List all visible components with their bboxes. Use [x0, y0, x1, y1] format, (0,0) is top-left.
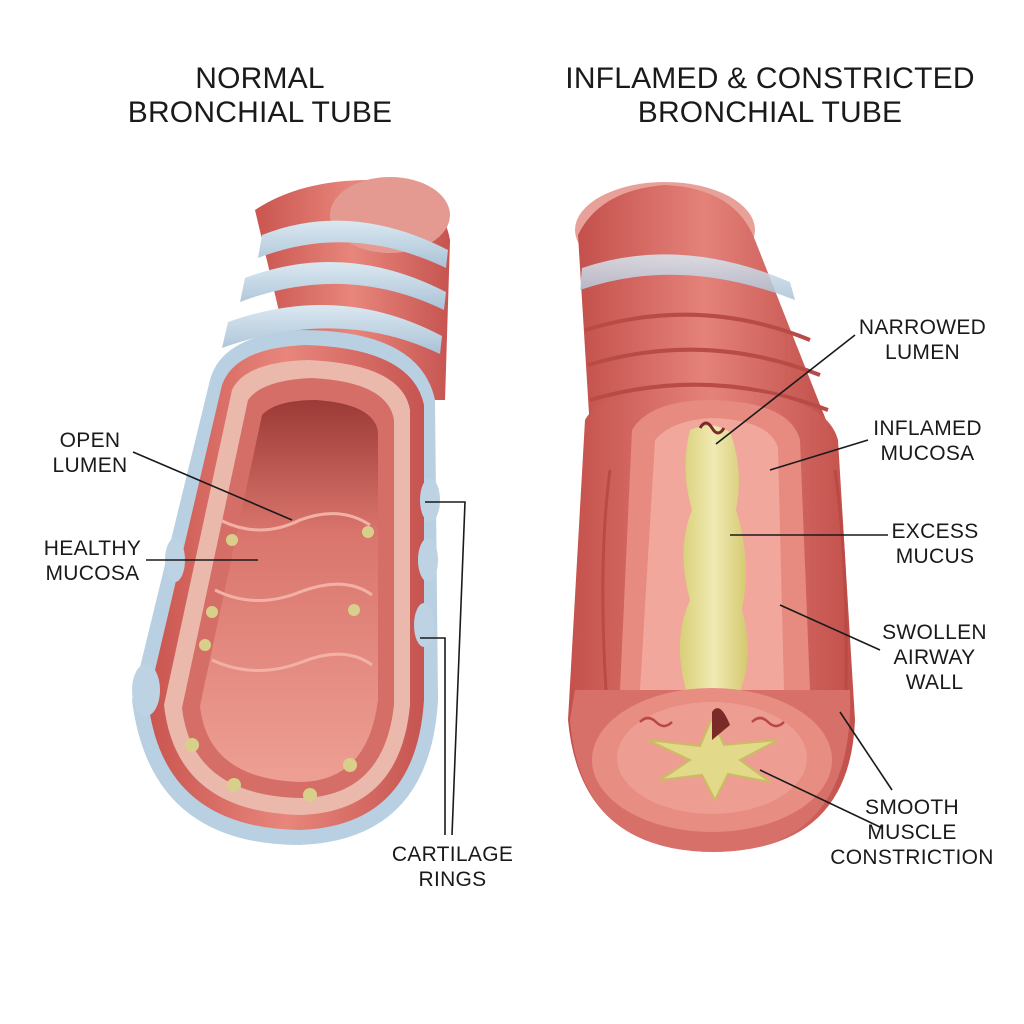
- cartilage-band: [580, 254, 795, 300]
- label-swollen-wall-line3: WALL: [905, 671, 964, 694]
- open-lumen-area: [200, 400, 378, 782]
- label-excess-mucus-line1: EXCESS: [891, 520, 979, 543]
- excess-mucus-area: [679, 425, 748, 725]
- label-healthy-mucosa-line1: HEALTHY: [43, 537, 142, 560]
- label-cartilage-rings: CARTILAGE RINGS: [385, 842, 520, 892]
- inflamed-tube: [568, 182, 855, 852]
- label-inflamed-mucosa: INFLAMED MUCOSA: [860, 416, 995, 466]
- label-smooth-muscle-line3: CONSTRICTION: [830, 846, 994, 869]
- label-cartilage-rings-line1: CARTILAGE: [391, 843, 514, 866]
- leader-lines: [132, 334, 893, 836]
- leader-cartilage-bottom: [420, 637, 446, 835]
- cartilage-band: [222, 304, 442, 354]
- label-smooth-muscle-line1: SMOOTH: [865, 796, 959, 819]
- leader-smooth-muscle-b: [759, 769, 883, 829]
- leader-inflamed-mucosa: [769, 439, 869, 471]
- leader-cartilage-top: [425, 501, 466, 836]
- label-healthy-mucosa-line2: MUCOSA: [45, 562, 140, 585]
- label-healthy-mucosa: HEALTHY MUCOSA: [35, 536, 150, 586]
- title-inflamed: INFLAMED & CONSTRICTED BRONCHIAL TUBE: [560, 62, 980, 130]
- label-swollen-wall-line2: AIRWAY: [893, 646, 976, 669]
- cartilage-band: [258, 220, 448, 268]
- leader-open-lumen: [132, 451, 293, 521]
- title-inflamed-line2: BRONCHIAL TUBE: [637, 96, 903, 129]
- label-open-lumen-line1: OPEN: [59, 429, 121, 452]
- title-normal: NORMAL BRONCHIAL TUBE: [110, 62, 410, 130]
- title-normal-line2: BRONCHIAL TUBE: [127, 96, 393, 129]
- label-cartilage-rings-line2: RINGS: [418, 868, 487, 891]
- label-smooth-muscle-line2: MUSCLE: [867, 821, 957, 844]
- normal-tube: [132, 177, 450, 845]
- label-open-lumen-line2: LUMEN: [52, 454, 128, 477]
- leader-smooth-muscle-a: [839, 711, 893, 791]
- leader-narrowed-lumen: [715, 334, 856, 445]
- label-swollen-wall-line1: SWOLLEN: [882, 621, 987, 644]
- label-excess-mucus: EXCESS MUCUS: [880, 519, 990, 569]
- label-inflamed-mucosa-line1: INFLAMED: [873, 417, 982, 440]
- label-inflamed-mucosa-line2: MUCOSA: [880, 442, 975, 465]
- label-excess-mucus-line2: MUCUS: [895, 545, 975, 568]
- label-narrowed-lumen: NARROWED LUMEN: [855, 315, 990, 365]
- title-inflamed-line1: INFLAMED & CONSTRICTED: [565, 62, 975, 95]
- label-swollen-wall: SWOLLEN AIRWAY WALL: [872, 620, 997, 695]
- cartilage-band: [240, 261, 446, 310]
- leader-swollen-wall: [779, 604, 881, 651]
- label-smooth-muscle: SMOOTH MUSCLE CONSTRICTION: [822, 795, 1002, 870]
- label-open-lumen: OPEN LUMEN: [40, 428, 140, 478]
- label-narrowed-lumen-line2: LUMEN: [884, 341, 960, 364]
- title-normal-line1: NORMAL: [195, 62, 325, 95]
- label-narrowed-lumen-line1: NARROWED: [858, 316, 987, 339]
